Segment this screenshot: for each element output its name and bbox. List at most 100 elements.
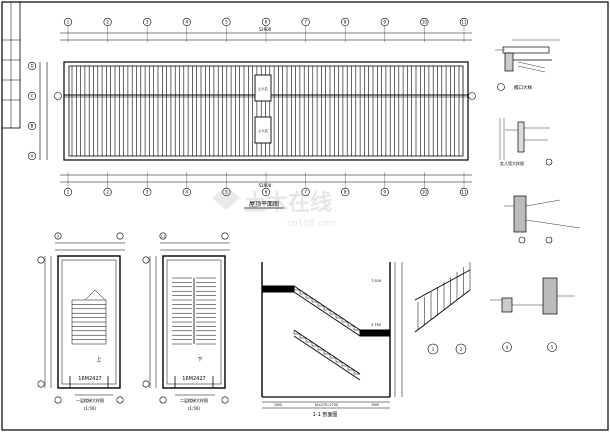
- detail-5-marker-num: 5: [551, 345, 554, 350]
- railing-marker-1: [427, 343, 439, 355]
- detail-4-marker: [502, 342, 512, 352]
- grid-bubble: [221, 396, 229, 404]
- grid-bubble: [222, 17, 231, 27]
- grid-bubble-label: 9: [384, 20, 387, 25]
- grid-bubble: [37, 256, 45, 264]
- stair-plan-1-up: 上: [96, 356, 101, 363]
- grid-bubble: [27, 61, 37, 71]
- grid-bubble-label: 5: [225, 20, 228, 25]
- grid-bubble: [301, 17, 310, 27]
- grid-bubble-label: 11: [461, 190, 467, 195]
- detail-1-marker: [497, 83, 505, 91]
- stair-plan-2-scale: (1:50): [188, 406, 201, 411]
- grid-bubble: [182, 17, 191, 27]
- stair-plan-2-door: 16M2427: [182, 376, 205, 382]
- grid-bubble-label: 6: [265, 190, 268, 195]
- grid-bubble: [142, 256, 150, 264]
- detail-eave: [499, 118, 550, 160]
- roof-marker-right: [468, 92, 476, 100]
- grid-bubble: [27, 121, 37, 131]
- grid-bubble-label: 3: [146, 190, 149, 195]
- detail-3-marker: [518, 236, 526, 244]
- railing-marker-2-num: 2: [460, 347, 463, 352]
- grid-bubble-label: 9: [57, 235, 59, 239]
- roof-plan-title: 屋顶平面图: [249, 201, 279, 208]
- grid-bubble: [341, 17, 350, 27]
- detail-base: [490, 277, 575, 315]
- grid-bubble: [221, 232, 229, 240]
- watermark-url: co188.com: [287, 219, 337, 229]
- grid-bubble: [420, 187, 429, 197]
- grid-bubble: [142, 380, 150, 388]
- grid-bubble: [143, 187, 152, 197]
- section-title: 1-1 剖面图: [313, 411, 338, 418]
- grid-bubble-label: 8: [344, 20, 347, 25]
- stair-plan-2-down: 下: [197, 357, 202, 363]
- detail-1-title: 檐口大样: [514, 84, 532, 91]
- grid-bubble: [103, 187, 112, 197]
- roof-hatch-label-2: 上人孔: [258, 128, 269, 133]
- grid-bubble-label: 1: [67, 20, 70, 25]
- grid-bubble-label: B: [31, 124, 34, 129]
- grid-bubble-label: 4: [186, 20, 189, 25]
- grid-bubble: [459, 17, 469, 27]
- stair-plan-2-title: 二层楼梯大样图: [180, 397, 208, 403]
- grid-bubble-label: 2: [106, 20, 109, 25]
- grid-bubble: [380, 187, 389, 197]
- watermark-logo-icon: [212, 186, 240, 210]
- grid-bubble: [116, 396, 124, 404]
- roof-total-dim: 52900: [259, 27, 272, 32]
- grid-bubble-label: 9: [384, 190, 387, 195]
- grid-bubble-label: 8: [344, 190, 347, 195]
- grid-bubble-label: 5: [225, 190, 228, 195]
- stair-plan-1-title: 一层楼梯大样图: [76, 397, 104, 403]
- grid-bubble-label: A: [31, 154, 34, 159]
- grid-bubble-label: 7: [304, 20, 307, 25]
- grid-bubble: [143, 17, 152, 27]
- stair-plan-2: [149, 242, 230, 396]
- detail-3-marker-b: [545, 236, 553, 244]
- grid-bubble-label: C: [31, 94, 34, 99]
- grid-bubble: [37, 380, 45, 388]
- grid-bubble: [301, 187, 310, 197]
- detail-parapet: [495, 39, 560, 73]
- grid-bubble: [261, 17, 271, 27]
- section-dim-left: 1500: [274, 403, 282, 407]
- roof-marker-left: [54, 92, 62, 100]
- watermark: 土木在线 co188.com: [212, 186, 337, 229]
- grid-bubble: [63, 17, 73, 27]
- grid-bubble: [261, 187, 271, 197]
- section-dim-right: 1500: [371, 403, 379, 407]
- detail-5-marker: [547, 342, 557, 352]
- grid-bubble-label: 2: [106, 190, 109, 195]
- grid-bubble: [103, 17, 112, 27]
- stair-plan-1-grid-bubbles: 9: [37, 232, 124, 404]
- section-steps: [293, 286, 360, 331]
- grid-bubble-label: 3: [146, 20, 149, 25]
- roof-plan: [39, 32, 472, 183]
- roof-hatch-label-1: 上人孔: [258, 86, 269, 91]
- detail-2-title: 女儿墙大样图: [500, 160, 524, 166]
- grid-bubble: [159, 232, 167, 240]
- grid-bubble: [27, 151, 37, 161]
- detail-foundation: [504, 195, 581, 233]
- grid-bubble-label: 10: [422, 20, 428, 25]
- stair-section: [261, 262, 403, 409]
- grid-bubble: [380, 17, 389, 27]
- grid-bubble: [54, 396, 62, 404]
- grid-bubble-label: 10: [422, 190, 428, 195]
- stair-plan-1-door: 16M2427: [78, 376, 101, 382]
- grid-bubble: [63, 187, 73, 197]
- section-steps: [293, 330, 360, 375]
- grid-bubble-label: 4: [186, 190, 189, 195]
- roof-total-dim-bottom: 52900: [259, 183, 272, 188]
- stair-plan-1: [44, 242, 125, 396]
- grid-bubble: [182, 187, 191, 197]
- stair-plan-2-grid-bubbles: 11: [142, 232, 229, 404]
- section-level-2: 7.500: [371, 279, 381, 283]
- section-level-1: 3.750: [371, 323, 381, 327]
- grid-bubble: [27, 91, 37, 101]
- grid-bubble-label: 1: [67, 190, 70, 195]
